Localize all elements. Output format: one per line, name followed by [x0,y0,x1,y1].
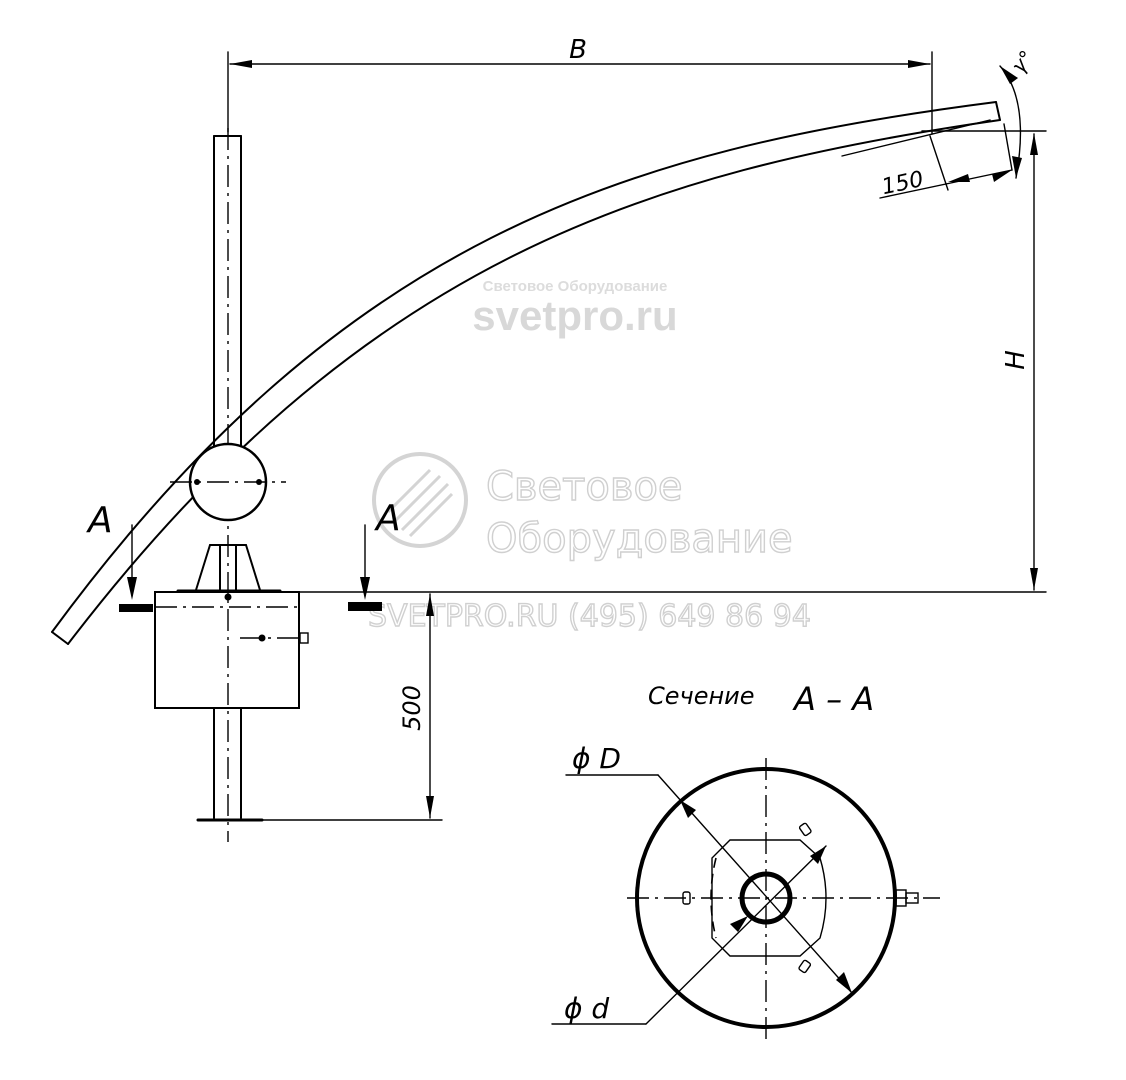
inner-diameter-label: ϕ d [564,992,609,1025]
vertical-pole [213,128,242,842]
joint-ball [170,442,286,522]
section-marker-left [119,524,153,612]
section-title-group: Сечение А – А [648,680,874,718]
section-name: А – А [792,680,874,718]
dimension-h-label: H [1001,350,1031,370]
dimension-base [261,593,443,821]
outer-diameter-label: ϕ D [572,742,621,775]
bolt-hole [798,822,812,837]
dimension-angle-label: γ° [1006,46,1038,78]
inner-flange [711,839,827,957]
watermark-small-text: Световое Оборудование [483,278,668,295]
dimension-tip-label: 150 [880,167,926,200]
curved-arm [51,101,1001,645]
watermark-contact: SVETPRO.RU (495) 649 86 94 [368,599,811,634]
pipe-section [739,871,793,925]
dimension-base-label: 500 [398,685,426,731]
dimension-b-label: B [569,35,587,65]
section-title: Сечение [648,682,755,710]
support-gussets [195,544,261,591]
dimension-tip [841,119,1013,199]
watermark-logo-line2: Оборудование [486,516,793,562]
section-letter-left: A [86,500,113,541]
section-view [551,758,940,1040]
bolt-hole [682,891,691,905]
main-view: A A [51,101,1047,842]
base-box [154,591,309,709]
section-marker-right [348,524,382,611]
watermark-logo-icon [372,452,468,548]
section-letter-right: A [374,498,401,539]
watermark: Световое Оборудование svetpro.ru Светово… [367,278,811,635]
bolt-hole [798,959,812,974]
dimension-b [227,51,933,135]
dimension-angle [999,65,1022,179]
watermark-site-text: svetpro.ru [472,292,677,339]
watermark-logo-line1: Световое [486,464,683,510]
